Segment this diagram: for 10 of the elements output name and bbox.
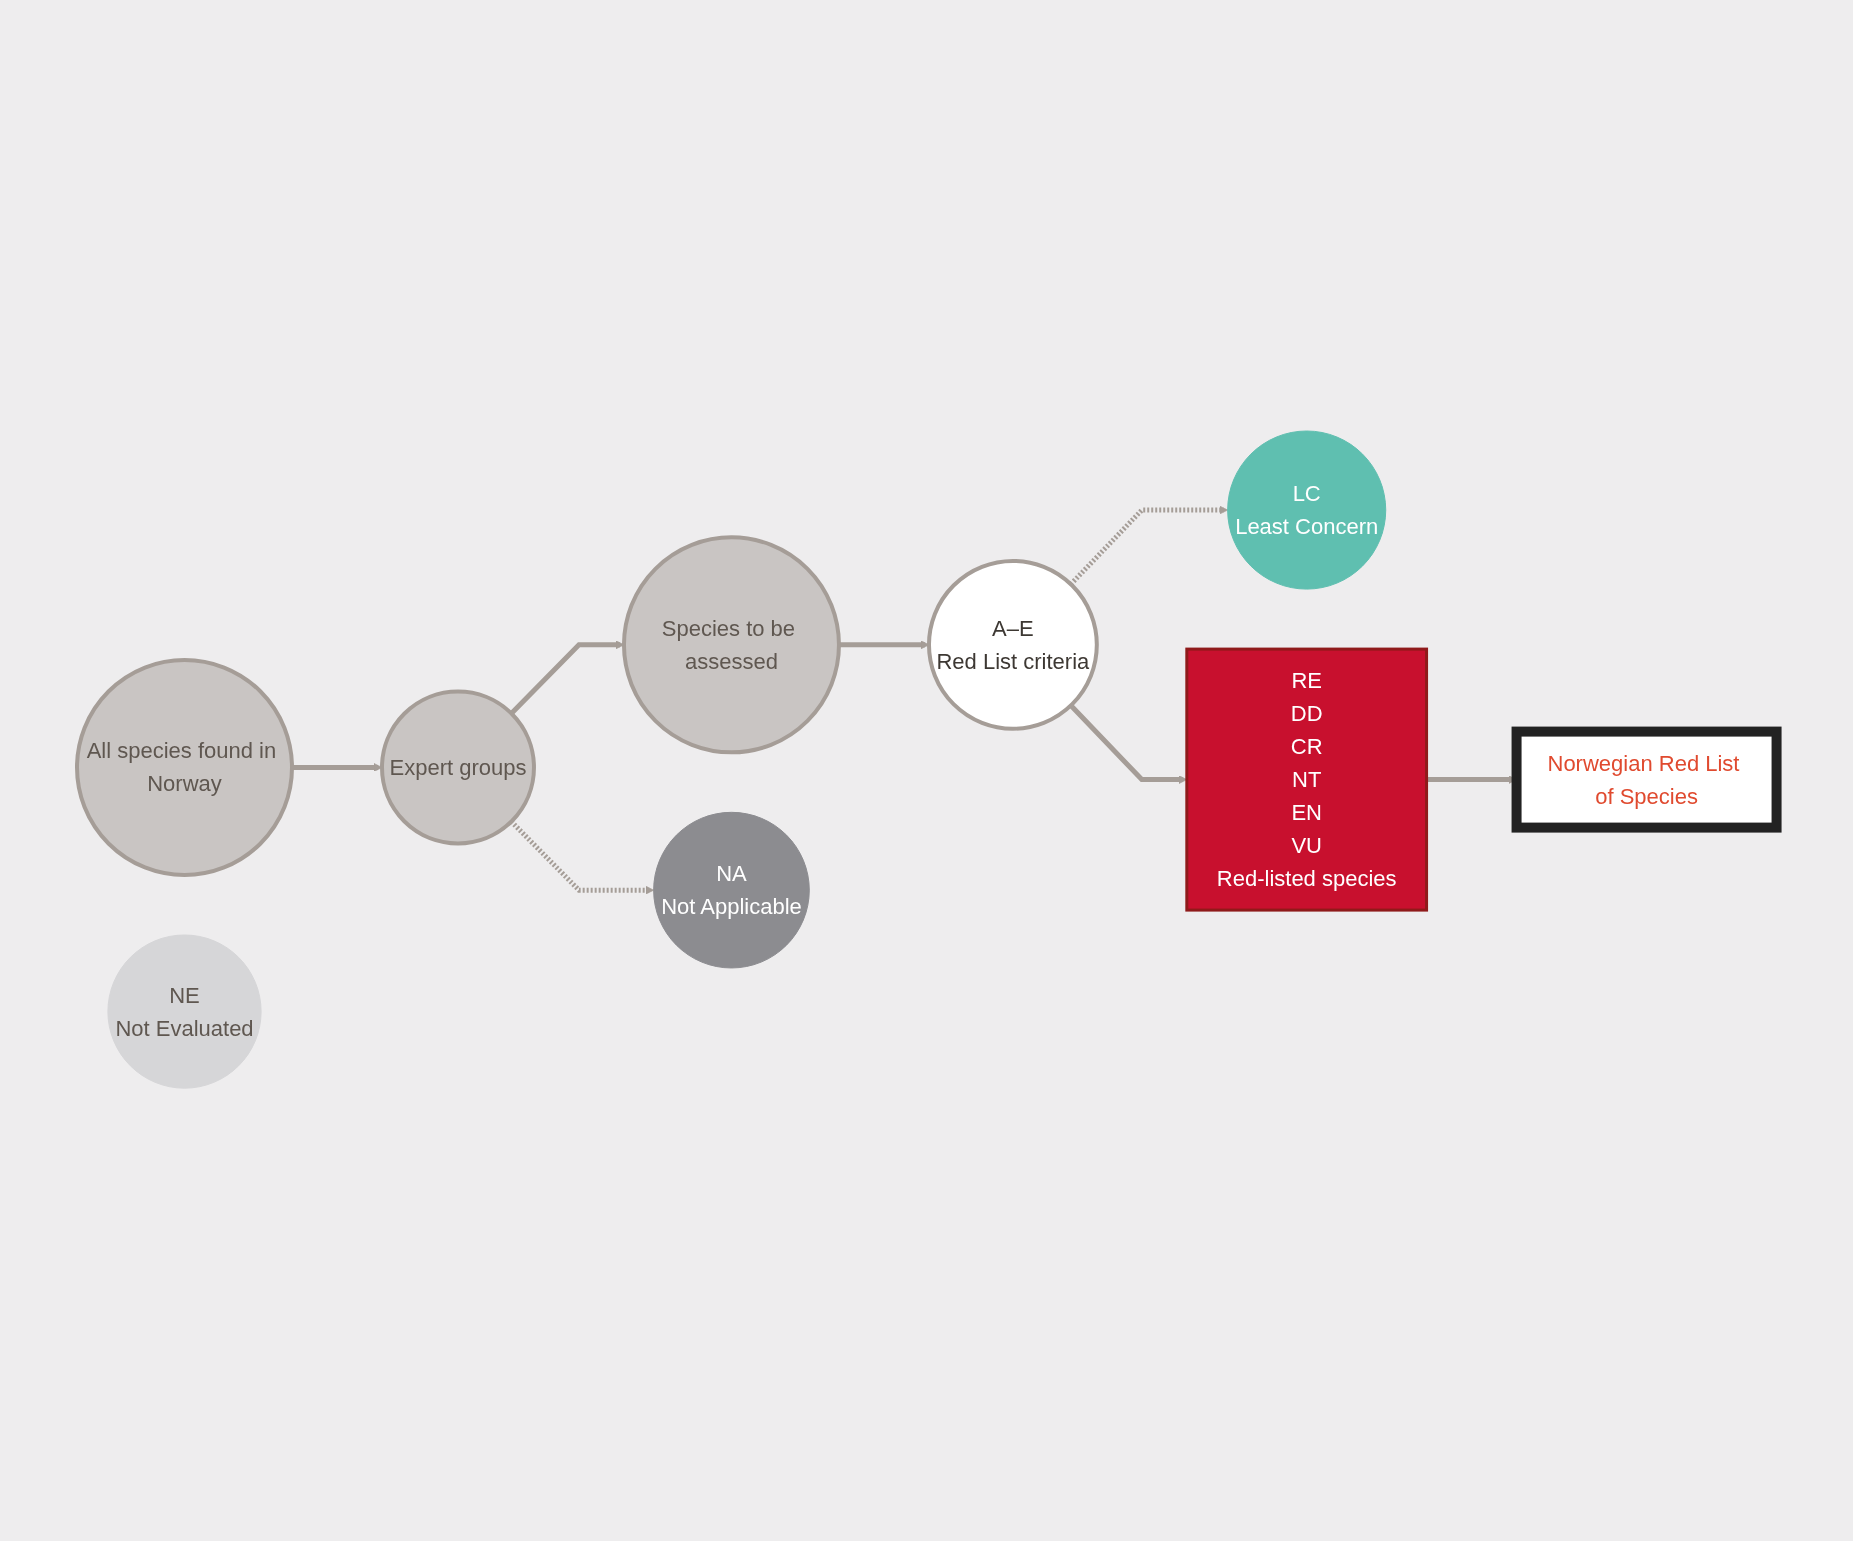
node-circle: NA Not Applicable xyxy=(652,812,810,969)
node-box: RE DD CR NT EN VU Red-listed species xyxy=(1185,648,1428,912)
node-circle: A–E Red List criteria xyxy=(926,559,1099,732)
node-circle: All species found in Norway xyxy=(74,658,294,878)
node-circle: NE Not Evaluated xyxy=(107,934,262,1090)
node-box: Norwegian Red List of Species xyxy=(1511,727,1782,833)
node-circle: Expert groups xyxy=(379,689,536,846)
node-circle: Species to be assessed xyxy=(621,535,841,755)
node-circle: LC Least Concern xyxy=(1226,430,1386,590)
arrow xyxy=(1068,704,1187,785)
